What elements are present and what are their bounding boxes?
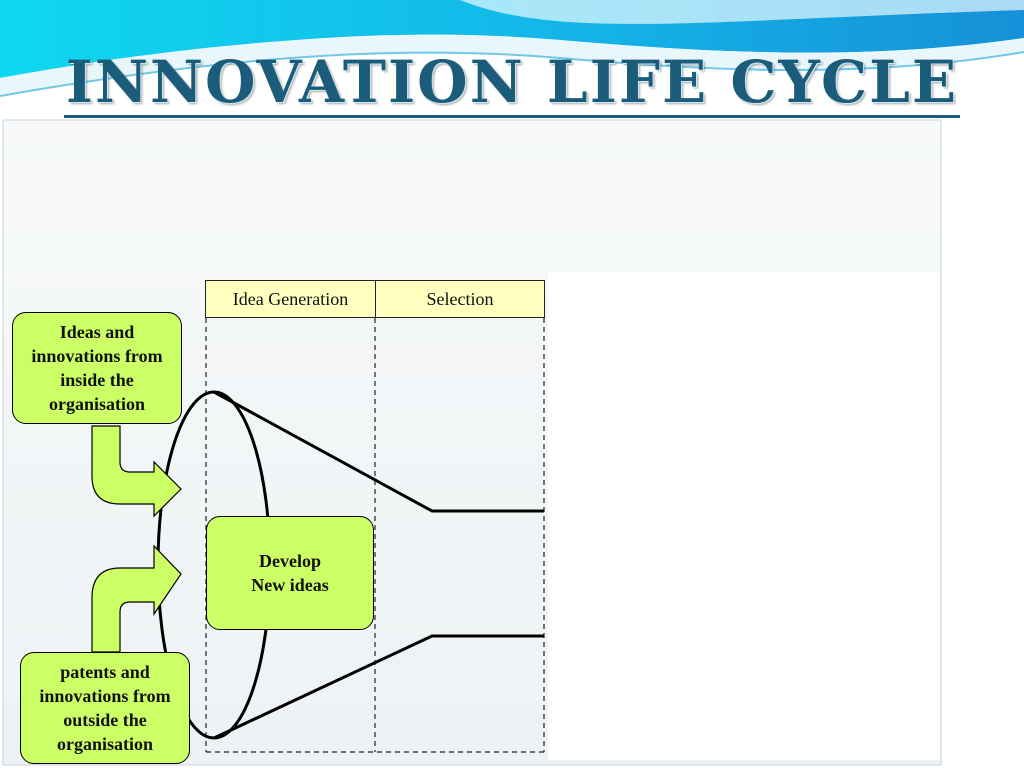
funnel-lower-edge [213,634,544,740]
blank-panel [548,272,940,760]
box-inside-ideas: Ideas and innovations from inside the or… [12,312,182,424]
arrow-outside [91,544,182,653]
wave-highlight [0,35,1024,96]
page-title: INNOVATION LIFE CYCLE [0,48,1024,118]
wave-line [0,51,1024,97]
header-idea-generation: Idea Generation [205,280,376,318]
box-outside-patents: patents and innovations from outside the… [20,652,190,764]
arrow-inside [91,425,182,518]
wave-gleam [460,0,1024,24]
page-title-text: INNOVATION LIFE CYCLE [63,48,961,118]
box-develop-ideas: Develop New ideas [206,516,374,630]
header-selection: Selection [375,280,545,318]
funnel-upper-edge [213,390,544,513]
